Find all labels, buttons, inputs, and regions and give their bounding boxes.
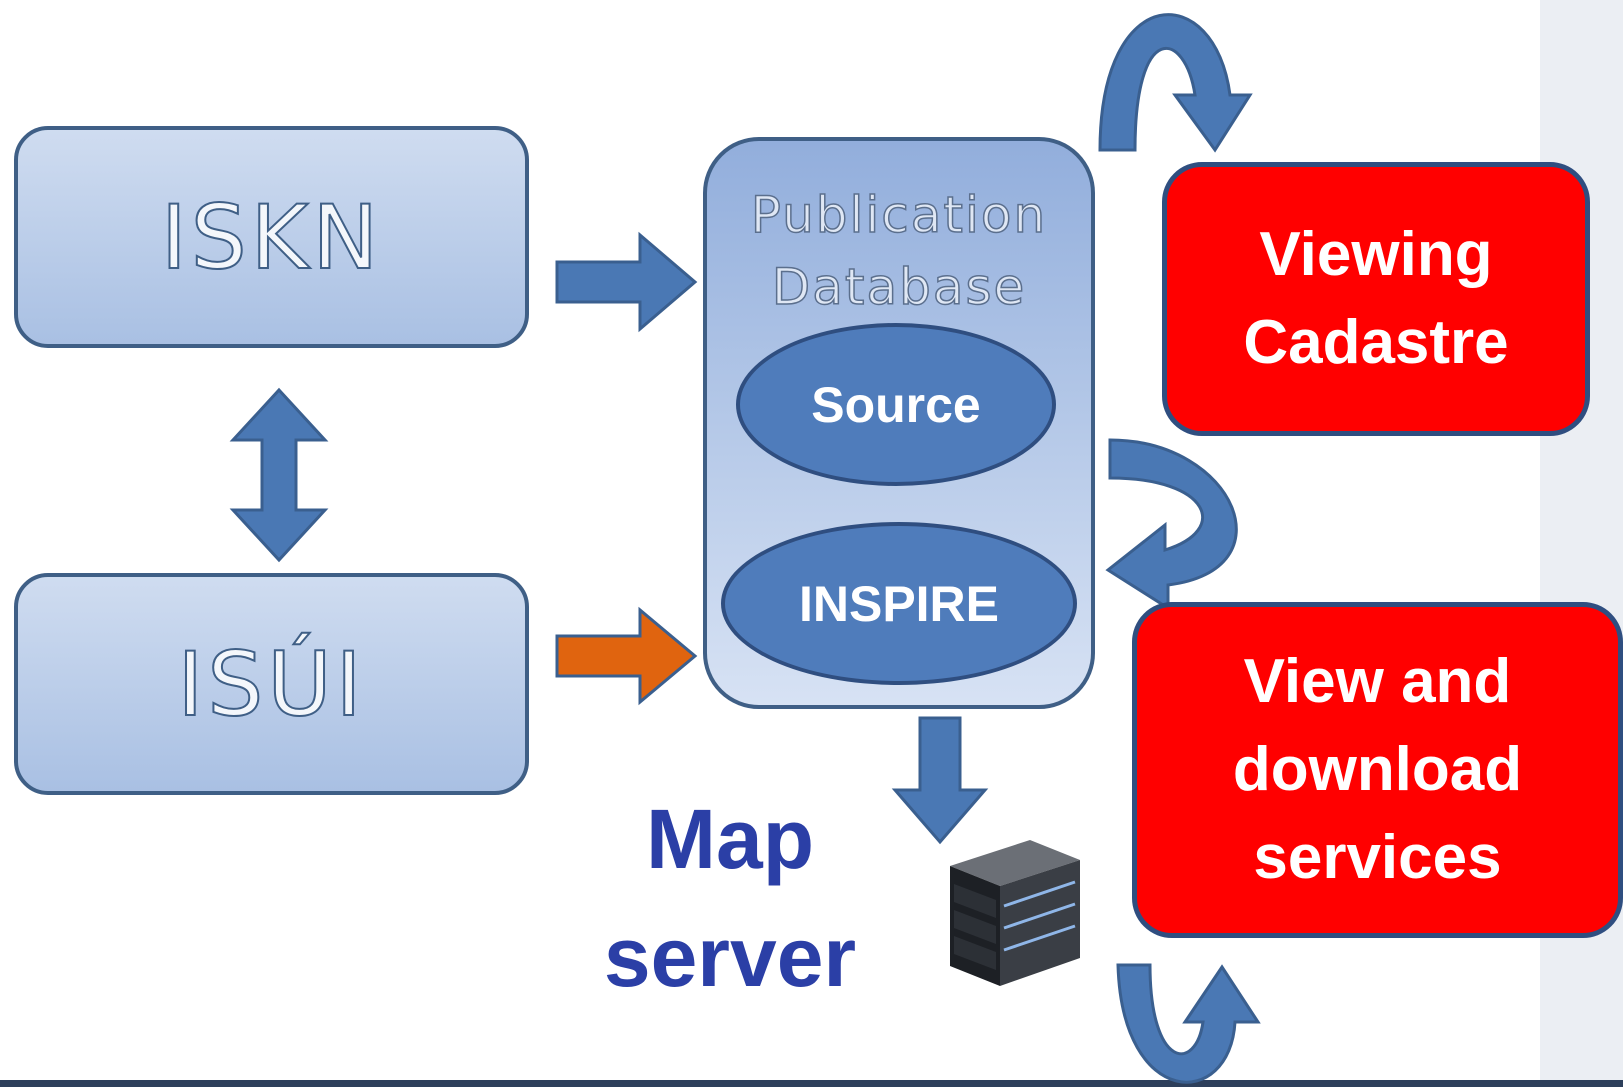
node-source: Source bbox=[736, 323, 1056, 486]
node-viewing-cadastre: Viewing Cadastre bbox=[1162, 162, 1590, 436]
node-isui-label: ISÚI bbox=[176, 632, 366, 737]
curved-arrow-viewing-loop bbox=[1098, 13, 1253, 153]
node-iskn: ISKN bbox=[14, 126, 529, 348]
arrow-isui-to-publication bbox=[555, 606, 698, 706]
curved-arrow-download-loop bbox=[1116, 963, 1261, 1084]
arrow-iskn-to-publication bbox=[555, 231, 698, 333]
node-inspire: INSPIRE bbox=[721, 522, 1077, 685]
node-isui: ISÚI bbox=[14, 573, 529, 795]
node-iskn-label: ISKN bbox=[160, 185, 383, 290]
node-view-download-services: View and download services bbox=[1132, 602, 1623, 938]
node-source-label: Source bbox=[811, 376, 981, 433]
server-icon bbox=[950, 840, 1080, 986]
publication-database-title: Publication Database bbox=[750, 185, 1048, 317]
node-view-download-label: View and download services bbox=[1232, 647, 1523, 892]
slide-bottom-rule bbox=[0, 1080, 1623, 1087]
map-server-label: Map server bbox=[603, 792, 857, 1004]
node-viewing-cadastre-label: Viewing Cadastre bbox=[1243, 220, 1509, 377]
arrow-publication-to-map-server bbox=[891, 716, 989, 845]
curved-arrow-source-to-inspire bbox=[1105, 438, 1238, 611]
arrow-iskn-isui-bidirectional bbox=[229, 387, 329, 563]
node-inspire-label: INSPIRE bbox=[798, 575, 1000, 632]
